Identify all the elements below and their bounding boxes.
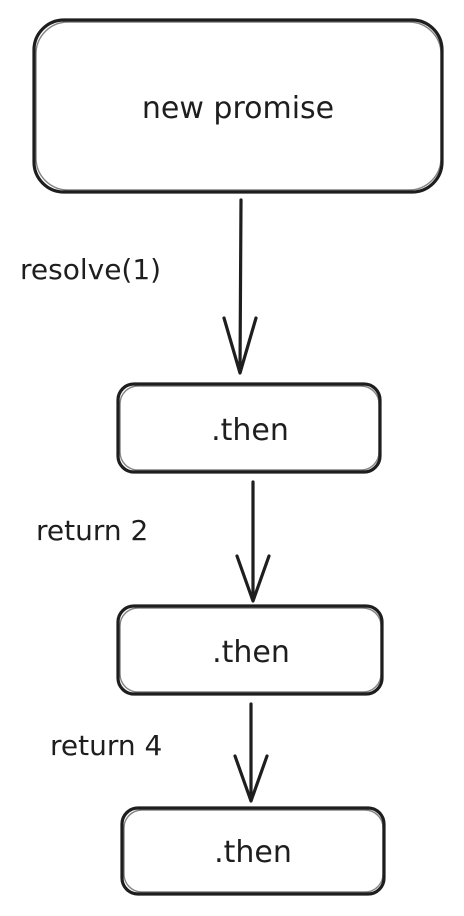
node-then-2: .then [116, 604, 384, 696]
node-then-2-box [116, 604, 384, 696]
node-new-promise: new promise [32, 18, 444, 194]
node-then-3-box [120, 806, 386, 896]
node-new-promise-box [32, 18, 444, 194]
node-then-3-sketch-line [123, 809, 384, 893]
edge-resolve-1: resolve(1) [20, 198, 258, 375]
edge-resolve-1-label: resolve(1) [20, 253, 161, 286]
edge-return-4-arrowhead [233, 754, 269, 803]
node-then-1-sketch-line [119, 385, 380, 471]
edge-return-2: return 2 [36, 480, 271, 603]
node-then-1: .then [116, 382, 382, 474]
edge-resolve-1-arrowhead [222, 316, 258, 375]
node-then-1-box [116, 382, 382, 474]
node-then-2-sketch-line [119, 607, 382, 693]
edge-resolve-1-line [238, 198, 243, 374]
node-new-promise-label: new promise [142, 91, 334, 126]
edge-return-2-arrowhead [235, 554, 271, 603]
node-new-promise-sketch-line [35, 21, 442, 191]
node-then-2-label: .then [212, 635, 290, 670]
node-then-3: .then [120, 806, 386, 896]
node-then-1-label: .then [211, 413, 289, 448]
node-then-3-label: .then [214, 835, 292, 870]
edge-return-4: return 4 [50, 702, 269, 803]
edge-return-4-label: return 4 [50, 729, 162, 762]
edge-return-2-label: return 2 [36, 514, 148, 547]
